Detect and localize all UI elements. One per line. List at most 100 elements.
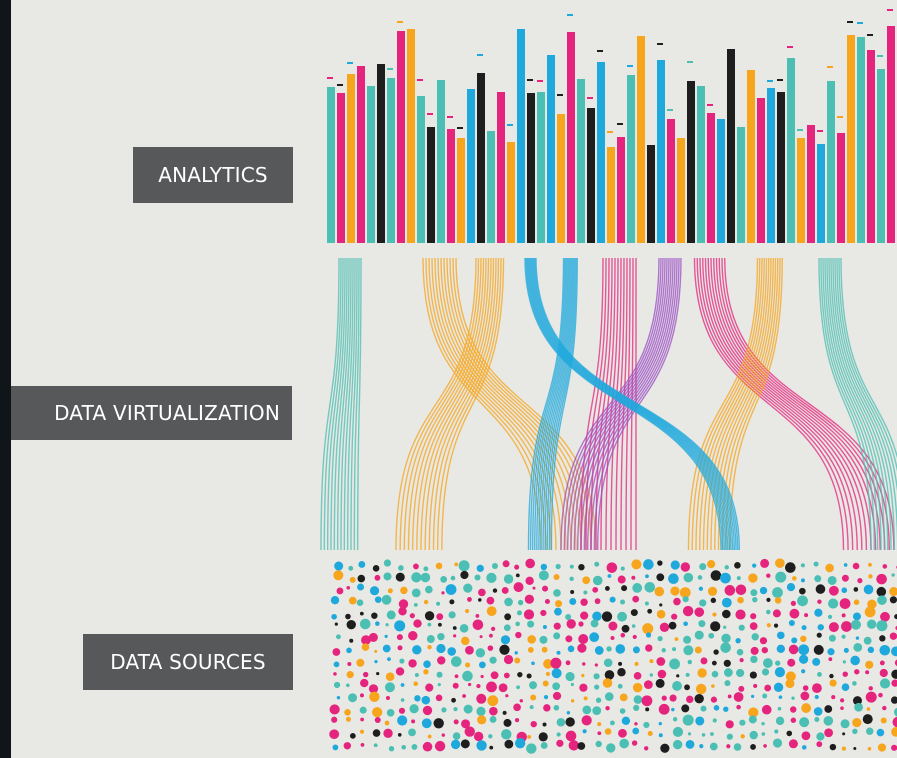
data-source-dot [814, 575, 822, 583]
data-source-dot [594, 561, 600, 567]
bar-top-mark [327, 77, 333, 79]
data-source-dot [513, 582, 524, 593]
data-source-dot [336, 696, 341, 700]
data-source-dot [710, 732, 714, 736]
data-source-dot [513, 703, 521, 712]
analytics-bar [517, 29, 525, 243]
data-source-dot [583, 696, 588, 701]
data-source-dot [346, 619, 356, 630]
data-source-dot [761, 646, 768, 654]
data-source-dot [813, 644, 824, 655]
data-source-dot [674, 637, 679, 642]
stream-line [563, 257, 662, 551]
data-source-dot [330, 596, 340, 605]
data-source-dot [357, 574, 366, 583]
data-source-dot [394, 620, 406, 632]
data-source-dot [590, 619, 599, 628]
data-source-dot [766, 597, 771, 602]
data-source-dot [490, 671, 499, 680]
data-source-dot [556, 717, 566, 727]
data-source-dot [441, 591, 445, 595]
data-source-dot [566, 711, 571, 715]
data-source-dot [519, 699, 523, 703]
analytics-bar [767, 88, 775, 243]
bar-top-mark [877, 55, 883, 57]
data-source-dot [726, 744, 731, 749]
data-source-dots [329, 558, 897, 754]
stream-line [822, 257, 879, 551]
data-source-dot [343, 742, 352, 750]
stream-line [687, 257, 759, 551]
data-source-dot [565, 730, 577, 742]
data-source-dot [411, 719, 416, 724]
data-source-dot [604, 728, 612, 735]
data-source-dot [791, 696, 795, 700]
analytics-bar [597, 62, 605, 243]
bar-top-mark [827, 66, 833, 68]
data-source-dot [477, 598, 482, 602]
data-source-dot [375, 621, 380, 626]
stream-line [707, 257, 868, 551]
analytics-bar [627, 75, 635, 243]
data-source-dot [358, 561, 366, 568]
data-source-dot [877, 595, 887, 605]
data-source-dot [516, 685, 520, 690]
data-source-dot [852, 681, 857, 686]
data-source-dot [694, 646, 702, 654]
data-source-dot [348, 565, 354, 571]
data-source-dot [465, 662, 471, 668]
analytics-bar [687, 81, 695, 243]
analytics-bar [547, 55, 555, 243]
data-source-dot [894, 659, 897, 667]
data-source-dot [488, 734, 493, 739]
stream-line [544, 257, 575, 551]
data-source-dot [773, 623, 779, 628]
data-source-dot [503, 574, 514, 584]
data-source-dot [437, 632, 445, 641]
data-source-dot [425, 585, 433, 594]
stream-line [356, 257, 362, 551]
bar-top-mark [627, 65, 633, 67]
data-source-dot [647, 730, 653, 736]
data-source-dot [865, 691, 877, 703]
data-source-dot [360, 717, 365, 722]
data-source-dot [645, 632, 652, 638]
data-source-dot [737, 596, 744, 604]
data-source-dot [828, 585, 839, 596]
data-source-dot [525, 558, 535, 569]
data-source-dot [750, 589, 758, 597]
analytics-bar [407, 29, 415, 243]
data-source-dot [681, 704, 690, 713]
data-source-dot [384, 720, 390, 726]
data-source-dot [867, 747, 872, 751]
infographic: ANALYTICS DATA VIRTUALIZATION DATA SOURC… [11, 0, 897, 758]
analytics-bar [727, 49, 735, 243]
data-source-dot [656, 609, 666, 619]
data-source-dot [839, 598, 851, 610]
data-source-dot [387, 588, 393, 594]
data-source-dot [661, 695, 667, 701]
analytics-bar [747, 70, 755, 243]
data-source-dot [476, 683, 481, 689]
stream-line [343, 257, 354, 551]
data-source-dot [748, 573, 758, 583]
data-source-dot [841, 613, 846, 618]
data-source-dot [594, 646, 604, 655]
data-source-dot [740, 734, 745, 739]
data-source-dot [801, 745, 807, 750]
analytics-bar [367, 86, 375, 243]
data-source-dot [699, 563, 707, 571]
data-source-dot [879, 635, 886, 642]
stream-line [340, 257, 352, 551]
data-source-dot [804, 613, 809, 618]
data-source-dot [694, 693, 704, 704]
data-source-dot [556, 739, 564, 747]
bar-top-mark [337, 84, 343, 86]
data-source-dot [699, 743, 704, 749]
data-source-dot [749, 671, 757, 679]
data-source-dot [654, 586, 665, 597]
data-source-dot [400, 683, 405, 687]
data-source-dot [592, 586, 599, 593]
data-source-dot [842, 732, 846, 736]
data-source-dot [582, 576, 591, 585]
